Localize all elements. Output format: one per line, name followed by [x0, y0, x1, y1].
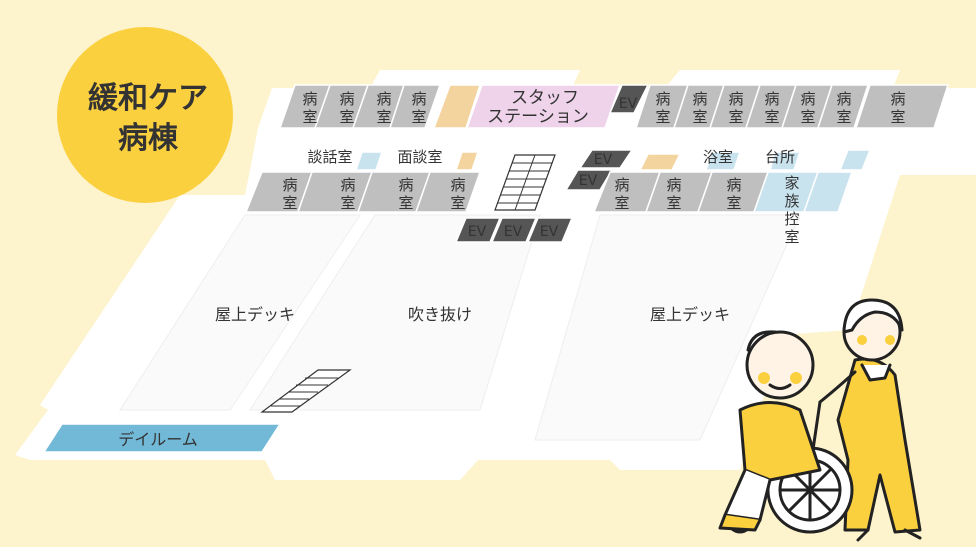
second-row-rooms	[244, 149, 872, 243]
patient-room-label: 病	[890, 90, 905, 108]
patient-room-label: 病	[450, 176, 465, 194]
patient-room-label: 病	[728, 90, 743, 108]
patient-room-label: 室	[398, 194, 413, 212]
wheelchair-illustration	[718, 298, 922, 542]
patient-room-label: 室	[728, 108, 743, 126]
patient-room-label: 病	[692, 90, 707, 108]
patient-room-label: 病	[836, 90, 851, 108]
patient-room-label: 病	[764, 90, 779, 108]
patient-room-label: 病	[411, 90, 426, 108]
kitchen	[769, 151, 802, 171]
ev-label: EV	[468, 224, 487, 240]
patient-room	[816, 84, 870, 129]
patient-room	[414, 171, 482, 213]
staff-station-label-2: ステーション	[487, 107, 589, 127]
title-badge	[57, 27, 233, 203]
patient-room-label: 室	[282, 194, 297, 212]
storage	[838, 149, 872, 171]
patient-room-label: 室	[339, 108, 354, 126]
ev-label: EV	[594, 152, 613, 168]
patient-room-label: 室	[890, 108, 905, 126]
patient-room	[854, 84, 950, 129]
bath-room	[704, 151, 742, 171]
patient-room-label: 病	[340, 176, 355, 194]
staff-station-label-1: スタッフ	[511, 88, 579, 108]
patient-room-label: 病	[339, 90, 354, 108]
day-room	[42, 423, 282, 453]
patient-room-label: 病	[282, 176, 297, 194]
stair-steps	[497, 154, 552, 211]
top-row-rooms	[278, 84, 950, 129]
patient-room-label: 室	[614, 194, 629, 212]
day-room-label: デイルーム	[118, 430, 198, 449]
title-line1: 緩和ケア	[88, 81, 208, 116]
ev-label: EV	[504, 224, 523, 240]
patient-room-label: 病	[614, 176, 629, 194]
family-room-label: 室	[784, 228, 799, 246]
patient-room-label: 室	[800, 108, 815, 126]
family-room-label: 控	[784, 210, 799, 228]
interview-room-label: 面談室	[397, 148, 442, 166]
utility-room	[432, 84, 482, 129]
patient-room-label: 病	[302, 90, 317, 108]
patient-room-label: 病	[800, 90, 815, 108]
patient-room-label: 室	[764, 108, 779, 126]
lower-features	[42, 369, 352, 453]
patient-room-label: 室	[836, 108, 851, 126]
patient-room-label: 病	[726, 176, 741, 194]
elevator	[608, 84, 650, 114]
patient-room-label: 病	[666, 176, 681, 194]
patient-room-label: 室	[666, 194, 681, 212]
staff-station	[465, 84, 622, 129]
patient-room-label: 室	[340, 194, 355, 212]
kitchen-label: 台所	[765, 148, 795, 166]
patient-room-label: 室	[726, 194, 741, 212]
atrium-label: 吹き抜け	[408, 305, 472, 324]
utility-room	[638, 153, 682, 171]
patient-room-label: 病	[655, 90, 670, 108]
elevator	[564, 169, 614, 191]
patient-room-label: 室	[450, 194, 465, 212]
roof-deck-right-label: 屋上デッキ	[650, 305, 730, 324]
patient-room-label: 室	[692, 108, 707, 126]
family-waiting-room-b	[802, 171, 854, 213]
elevator	[578, 149, 634, 169]
patient-room-label: 室	[411, 108, 426, 126]
stair-steps-lower	[271, 377, 338, 407]
talk-room-label: 談話室	[307, 148, 352, 166]
patient-room-label: 室	[655, 108, 670, 126]
stairs-lower	[260, 369, 352, 413]
bath-label: 浴室	[703, 148, 733, 166]
roof-deck-left-label: 屋上デッキ	[215, 305, 295, 324]
patient-room-label: 病	[398, 176, 413, 194]
patient-room-label: 室	[376, 108, 391, 126]
patient-room-label: 病	[376, 90, 391, 108]
elevator	[454, 217, 502, 243]
interview-room	[454, 151, 480, 171]
family-room-label: 家	[784, 174, 799, 192]
elevator	[490, 217, 538, 243]
patient-room-label: 室	[302, 108, 317, 126]
family-room-label: 族	[784, 192, 799, 210]
ev-label: EV	[579, 173, 598, 189]
title-line2: 病棟	[118, 121, 179, 156]
ev-label: EV	[540, 224, 559, 240]
talk-room	[354, 151, 384, 171]
patient-room	[388, 84, 442, 129]
ev-label: EV	[619, 96, 638, 112]
elevator	[526, 217, 574, 243]
